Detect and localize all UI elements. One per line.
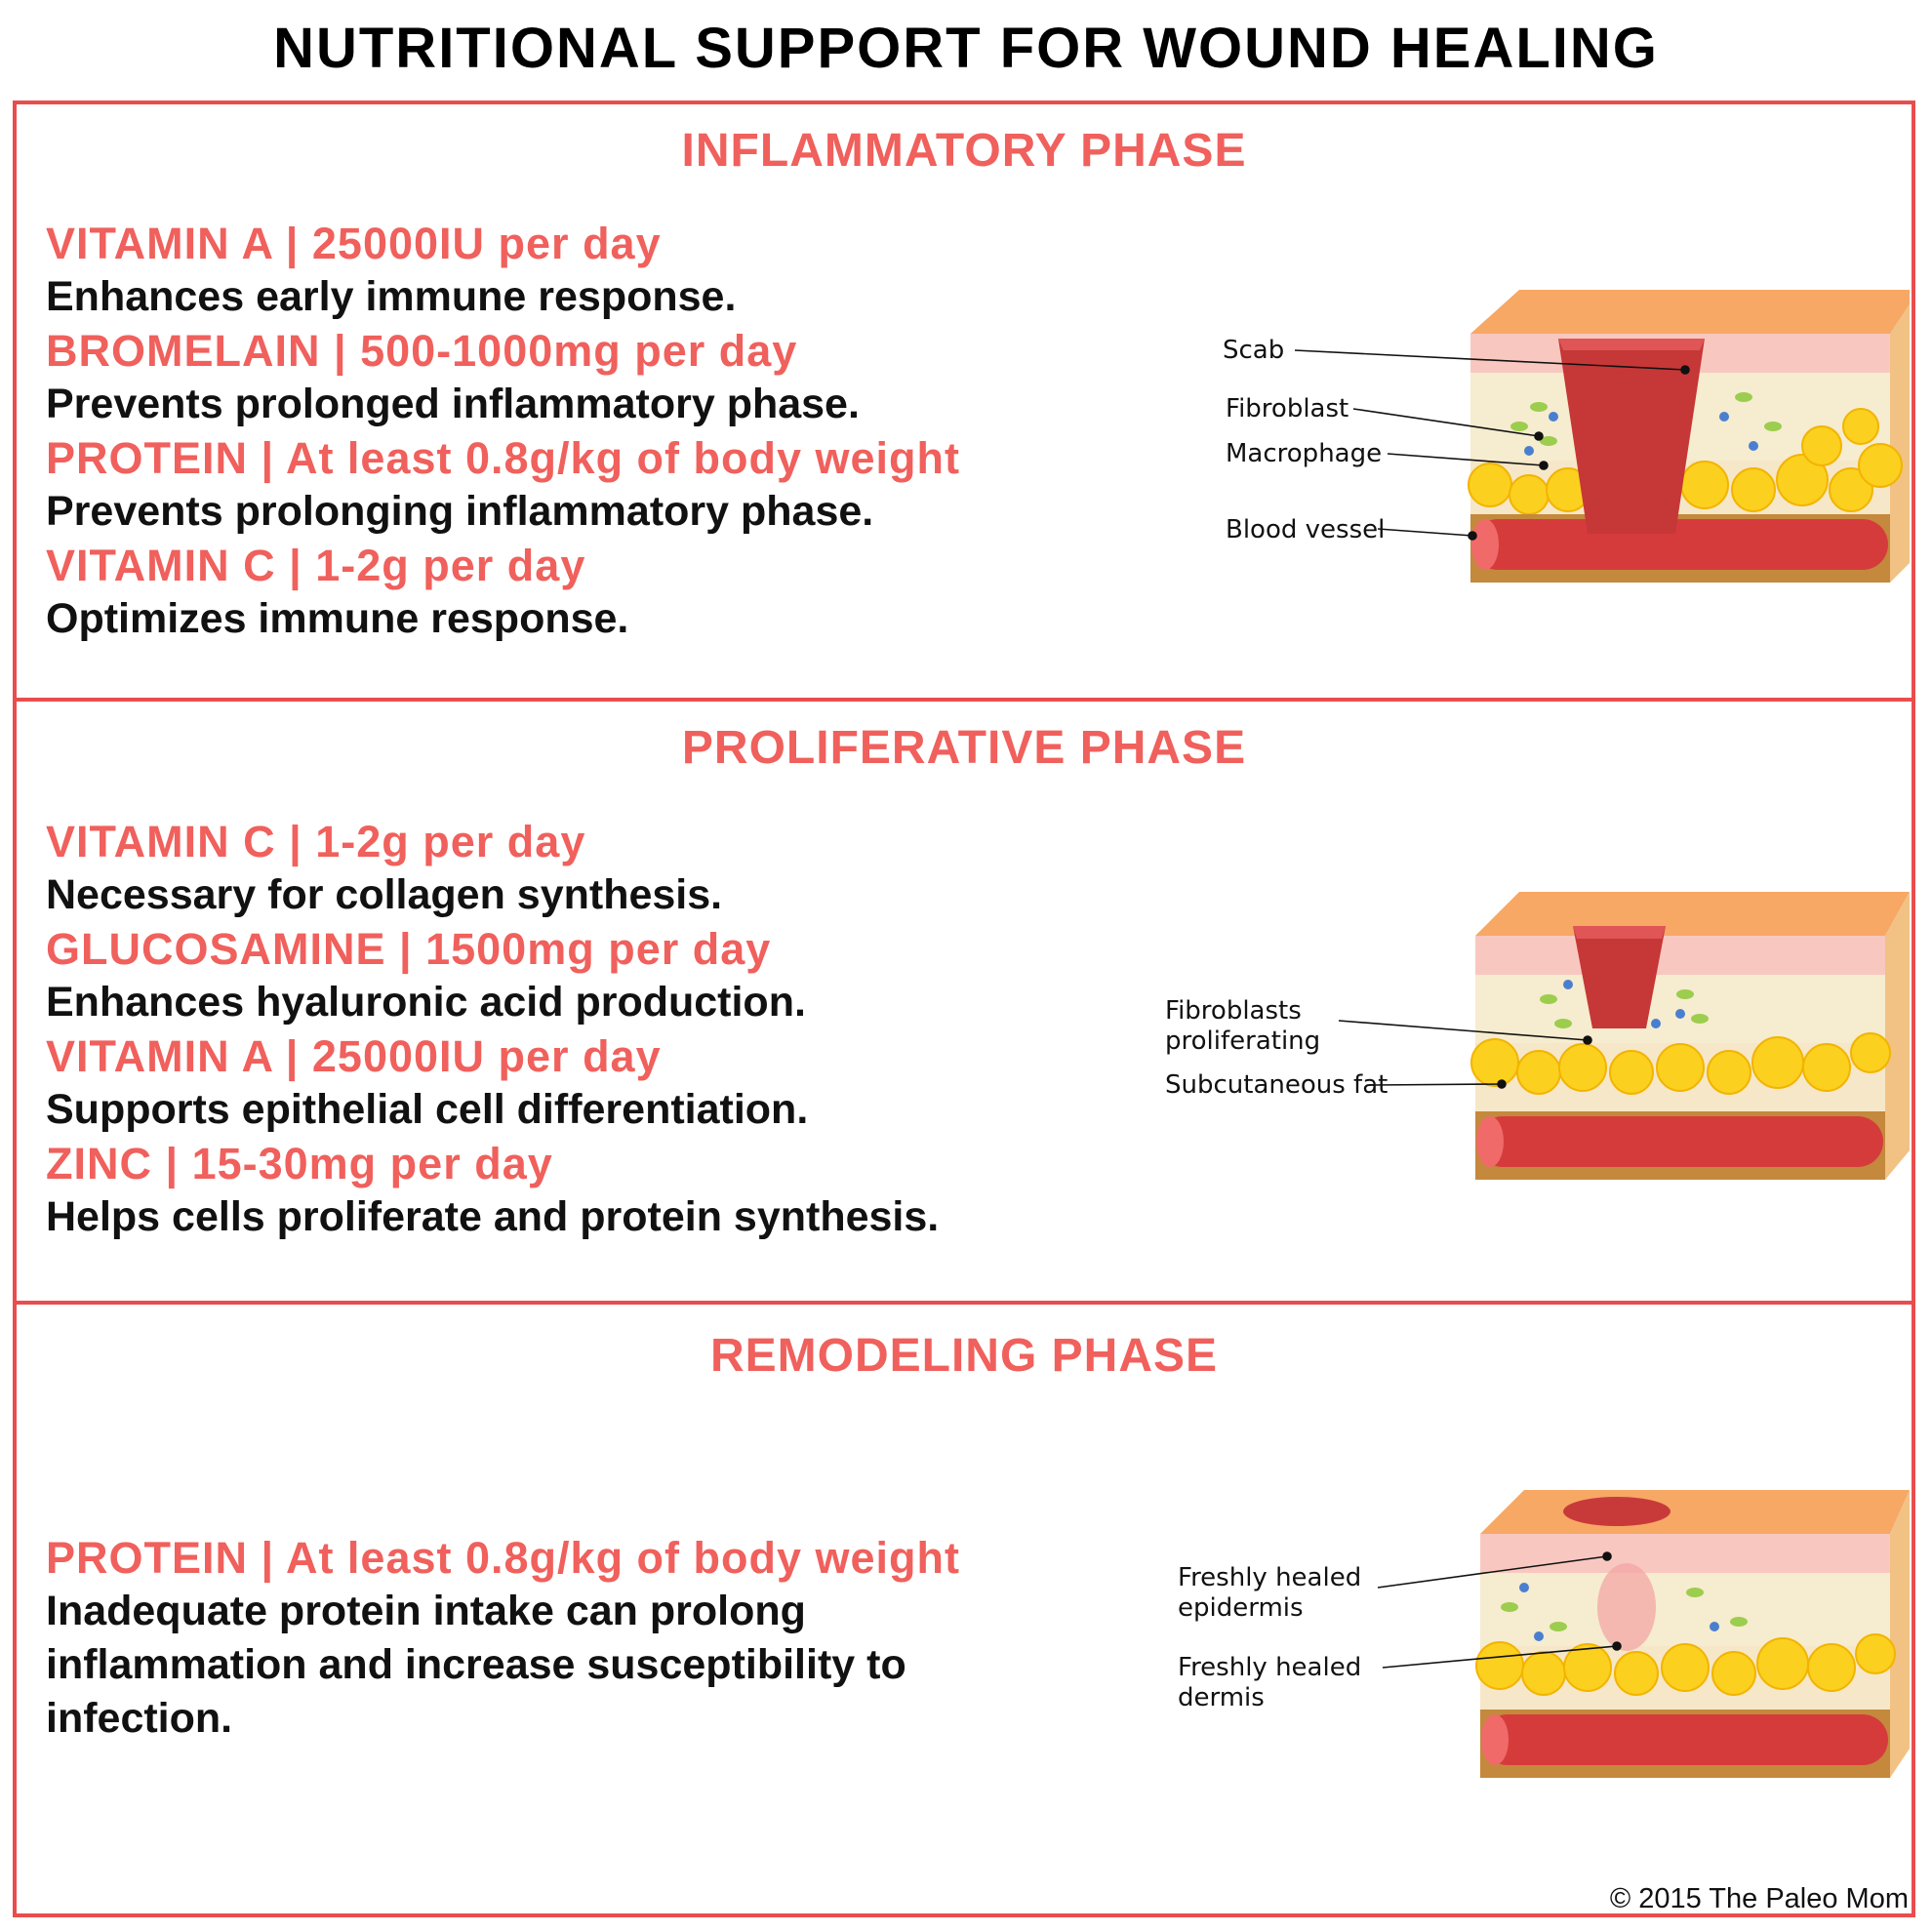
remodeling-phase-panel: REMODELING PHASE PROTEIN | At least 0.8g… (13, 1301, 1915, 1917)
callout-label: Scab (1223, 336, 1284, 365)
nutrient-heading: BROMELAIN | 500-1000mg per day (46, 326, 798, 376)
nutrient-description: Prevents prolonged inflammatory phase. (46, 381, 860, 427)
nutrient-description: Enhances early immune response. (46, 273, 737, 320)
nutrient-heading: VITAMIN C | 1-2g per day (46, 817, 586, 866)
nutrient-description: Enhances hyaluronic acid production. (46, 979, 806, 1026)
nutrient-description: Helps cells proliferate and protein synt… (46, 1193, 940, 1240)
remodeling-wound-illustration: Freshly healed epidermis Freshly healed … (1178, 1490, 1910, 1778)
callout-label: Blood vessel (1226, 515, 1385, 544)
nutrient-heading: VITAMIN A | 25000IU per day (46, 219, 662, 268)
inflammatory-phase-panel: INFLAMMATORY PHASE VITAMIN A | 25000IU p… (13, 101, 1915, 702)
callout-label: Macrophage (1226, 439, 1382, 468)
nutrient-description: Inadequate protein intake can prolong in… (46, 1588, 906, 1742)
nutrient-heading: VITAMIN C | 1-2g per day (46, 541, 586, 590)
callout-label: Freshly healed (1178, 1653, 1361, 1682)
proliferative-phase-panel: PROLIFERATIVE PHASE VITAMIN C | 1-2g per… (13, 698, 1915, 1305)
nutrient-list: VITAMIN A | 25000IU per day Enhances ear… (46, 217, 1139, 646)
nutrient-list: PROTEIN | At least 0.8g/kg of body weigh… (46, 1531, 1139, 1746)
nutrient-heading: ZINC | 15-30mg per day (46, 1139, 553, 1188)
callout-label: Fibroblast (1226, 394, 1348, 423)
nutrient-description: Supports epithelial cell differentiation… (46, 1086, 809, 1133)
nutrient-description: Optimizes immune response. (46, 595, 629, 642)
nutrient-description: Prevents prolonging inflammatory phase. (46, 488, 874, 535)
page-title: NUTRITIONAL SUPPORT FOR WOUND HEALING (273, 17, 1659, 80)
nutrient-description: Necessary for collagen synthesis. (46, 871, 723, 918)
callout-label: Freshly healed (1178, 1563, 1361, 1592)
nutrient-heading: PROTEIN | At least 0.8g/kg of body weigh… (46, 1533, 961, 1583)
phase-title: PROLIFERATIVE PHASE (681, 722, 1247, 774)
proliferative-wound-illustration: Fibroblasts proliferating Subcutaneous f… (1165, 892, 1910, 1180)
nutrient-heading: VITAMIN A | 25000IU per day (46, 1031, 662, 1081)
callout-label: dermis (1178, 1683, 1265, 1712)
callout-label: Subcutaneous fat (1165, 1070, 1388, 1100)
callout-label: proliferating (1165, 1026, 1320, 1056)
nutrient-heading: GLUCOSAMINE | 1500mg per day (46, 924, 772, 974)
inflammatory-wound-illustration: Scab Fibroblast Macrophage Blood vessel (1223, 290, 1910, 583)
callout-label: Fibroblasts (1165, 996, 1302, 1026)
nutrient-list: VITAMIN C | 1-2g per day Necessary for c… (46, 815, 1139, 1244)
copyright-notice: © 2015 The Paleo Mom (1609, 1883, 1909, 1914)
phase-title: INFLAMMATORY PHASE (681, 125, 1247, 177)
nutrient-heading: PROTEIN | At least 0.8g/kg of body weigh… (46, 433, 961, 483)
callout-label: epidermis (1178, 1593, 1304, 1623)
phase-title: REMODELING PHASE (709, 1330, 1219, 1382)
